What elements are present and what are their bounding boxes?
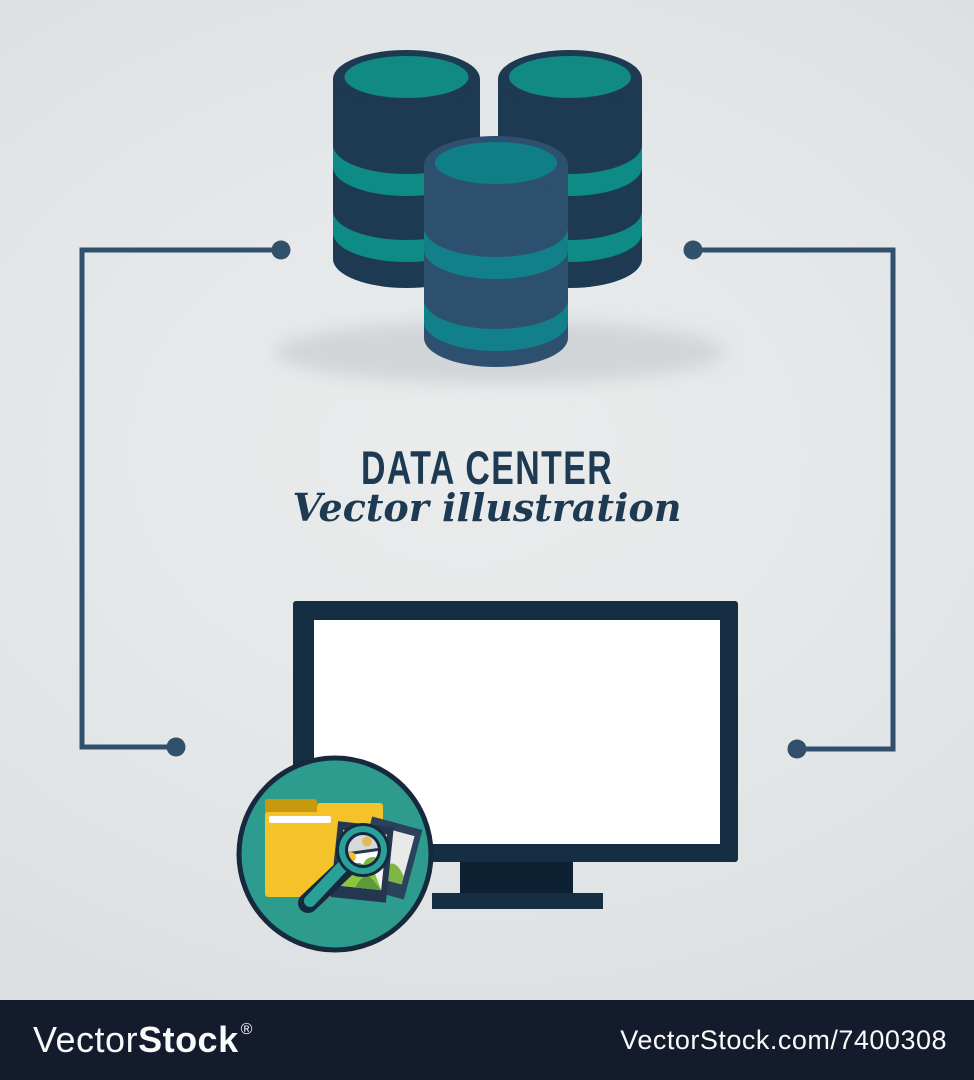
connector-dot-bottom-right bbox=[787, 739, 807, 759]
database-stack-icon bbox=[333, 50, 642, 367]
monitor-base bbox=[432, 893, 603, 909]
brand-light-text: Vector bbox=[33, 1019, 139, 1060]
watermark-bar: VectorStock® VectorStock.com/7400308 bbox=[0, 1000, 974, 1080]
vectorstock-logo: VectorStock® bbox=[33, 1019, 253, 1061]
page-subtitle: Vector illustration bbox=[292, 485, 682, 530]
connector-dot-top-left bbox=[271, 240, 291, 260]
connector-right-line bbox=[693, 247, 896, 752]
page-title: DATA CENTER bbox=[0, 444, 974, 491]
connector-frame bbox=[79, 247, 896, 752]
magnifier-icon bbox=[298, 823, 390, 913]
folder-label-stripe bbox=[269, 816, 331, 823]
connector-dot-top-right bbox=[683, 240, 703, 260]
connector-dots bbox=[166, 240, 807, 759]
monitor-neck bbox=[460, 862, 573, 893]
watermark-url: VectorStock.com/7400308 bbox=[620, 1024, 947, 1055]
database-icon-front bbox=[424, 136, 568, 367]
brand-bold-text: Stock bbox=[138, 1019, 239, 1060]
title-text: DATA CENTER bbox=[360, 441, 614, 494]
search-folder-badge bbox=[236, 755, 434, 953]
registered-mark: ® bbox=[240, 1021, 253, 1038]
connector-dot-bottom-left bbox=[166, 737, 186, 757]
connector-left-line bbox=[79, 247, 281, 750]
